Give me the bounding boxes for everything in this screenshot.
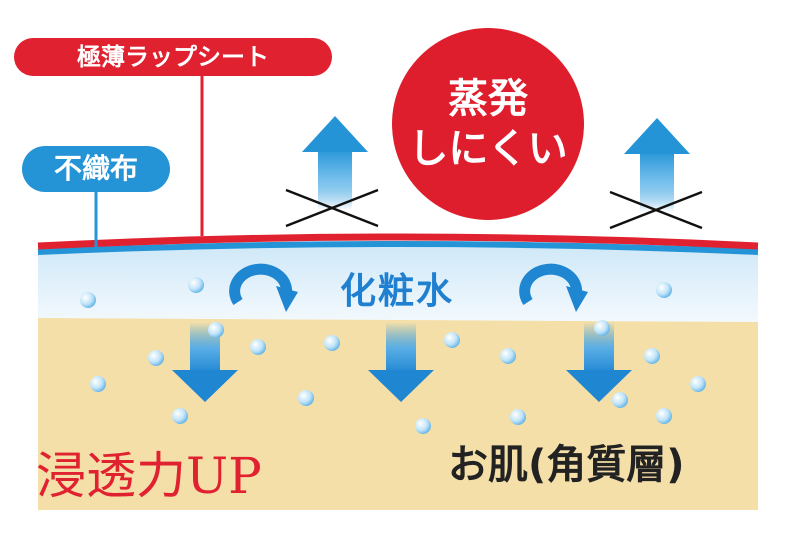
nonwoven-layer (37, 241, 759, 255)
up-arrow-icon (624, 118, 690, 212)
droplet-icon (208, 322, 224, 338)
droplet-icon (90, 376, 106, 392)
wrap-sheet-layer (37, 233, 759, 250)
droplet-icon (644, 348, 660, 364)
droplet-icon (656, 408, 672, 424)
droplet-icon (500, 348, 516, 364)
droplet-icon (415, 418, 431, 434)
cross-icon (609, 190, 703, 230)
droplet-icon (444, 332, 460, 348)
penetration-label: 浸透力UP (36, 447, 262, 505)
evaporation-badge: 蒸発 しにくい (392, 28, 584, 220)
wrap-sheet-label: 極薄ラップシート (14, 38, 332, 76)
lotion-label: 化粧水 (340, 271, 455, 312)
droplet-icon (324, 335, 340, 351)
nonwoven-label: 不織布 (22, 146, 170, 192)
droplet-icon (250, 339, 266, 355)
cross-icon (285, 188, 379, 228)
evaporation-line2: しにくい (408, 126, 568, 172)
evaporation-line1: 蒸発 (448, 76, 528, 122)
droplet-icon (510, 409, 526, 425)
droplet-icon (298, 390, 314, 406)
down-arrow-icon (368, 322, 434, 402)
droplet-icon (80, 292, 96, 308)
circular-arrow-icon (519, 263, 588, 312)
up-arrow-icon (302, 116, 368, 210)
droplet-icon (656, 282, 672, 298)
droplet-icon (690, 376, 706, 392)
droplet-icon (612, 392, 628, 408)
droplet-icon (594, 320, 610, 336)
droplet-icon (148, 350, 164, 366)
droplet-icon (188, 277, 204, 293)
skin-label: お肌(角質層) (448, 442, 685, 488)
circular-arrow-icon (229, 263, 298, 312)
droplet-icon (172, 408, 188, 424)
droplets (80, 277, 706, 434)
